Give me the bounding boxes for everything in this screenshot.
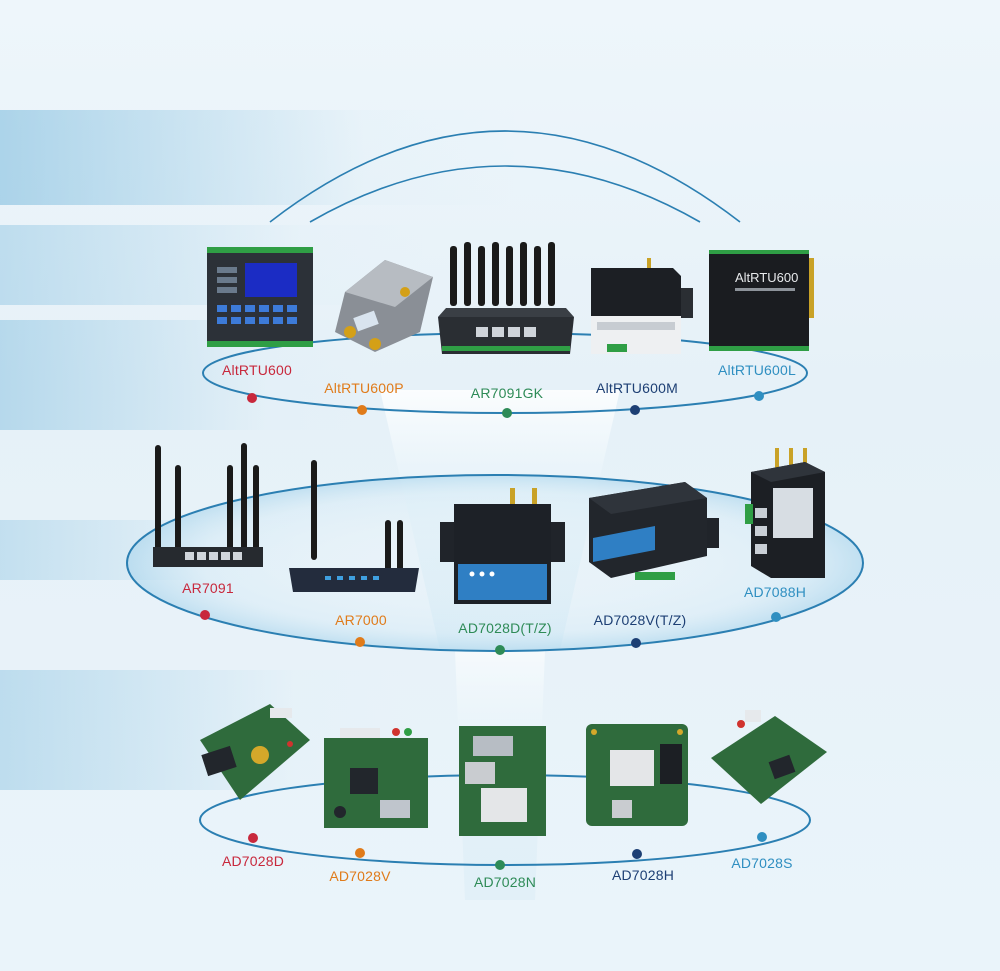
altrtu600p-device: [335, 260, 433, 352]
tier-dot: [754, 391, 764, 401]
ad7028s-board: [711, 710, 827, 804]
product-label-ar7091gk: AR7091GK: [470, 385, 544, 401]
bg-band: [0, 110, 520, 205]
product-label-altrtu600l: AltRTU600L: [717, 362, 797, 378]
tier-dot: [355, 637, 365, 647]
ad7028d-tz-device: [440, 488, 565, 604]
ad7028d-board: [200, 704, 310, 800]
tier-dot: [771, 612, 781, 622]
product-label-altrtu600m: AltRTU600M: [596, 380, 678, 396]
tier-dot: [248, 833, 258, 843]
bg-band: [0, 320, 380, 430]
ad7028v-board: [324, 728, 428, 828]
tier-dot: [355, 848, 365, 858]
ad7028h-board: [586, 724, 688, 826]
ad7028n-board: [459, 726, 546, 836]
tier-dot: [200, 610, 210, 620]
ar7000-device: [289, 460, 419, 592]
product-label-altrtu600: AltRTU600: [221, 362, 293, 378]
ad7088h-device: [745, 448, 825, 578]
tier-dot: [632, 849, 642, 859]
tier-dot: [357, 405, 367, 415]
ar7091gk-device: [438, 242, 574, 354]
altrtu600l-device: AltRTU600: [709, 250, 814, 351]
product-label-ad7088h: AD7088H: [743, 584, 807, 600]
tier-dot: [247, 393, 257, 403]
ar7091-device: [153, 443, 263, 567]
tier-dot: [495, 645, 505, 655]
product-label-ad7028d: AD7028D: [221, 853, 285, 869]
product-label-ad7028n: AD7028N: [473, 874, 537, 890]
tier-dot: [495, 860, 505, 870]
product-label-ar7091: AR7091: [182, 580, 234, 596]
product-label-ad7028h: AD7028H: [611, 867, 675, 883]
product-label-ar7000: AR7000: [335, 612, 387, 628]
tier-dot: [757, 832, 767, 842]
tier-dot: [502, 408, 512, 418]
altrtu600-device: [207, 247, 313, 347]
ad7028v-tz-device: [589, 482, 719, 580]
tier-dot: [630, 405, 640, 415]
tier-dot: [631, 638, 641, 648]
product-label-ad7028v: AD7028V: [329, 868, 391, 884]
product-label-ad7028s: AD7028S: [731, 855, 793, 871]
product-label-altrtu600p: AltRTU600P: [324, 380, 404, 396]
altrtu600m-device: [591, 258, 693, 354]
product-label-ad7028d-tz: AD7028D(T/Z): [458, 620, 552, 636]
product-label-ad7028v-tz: AD7028V(T/Z): [593, 612, 687, 628]
altrtu600l-screen-title: AltRTU600: [735, 270, 798, 285]
